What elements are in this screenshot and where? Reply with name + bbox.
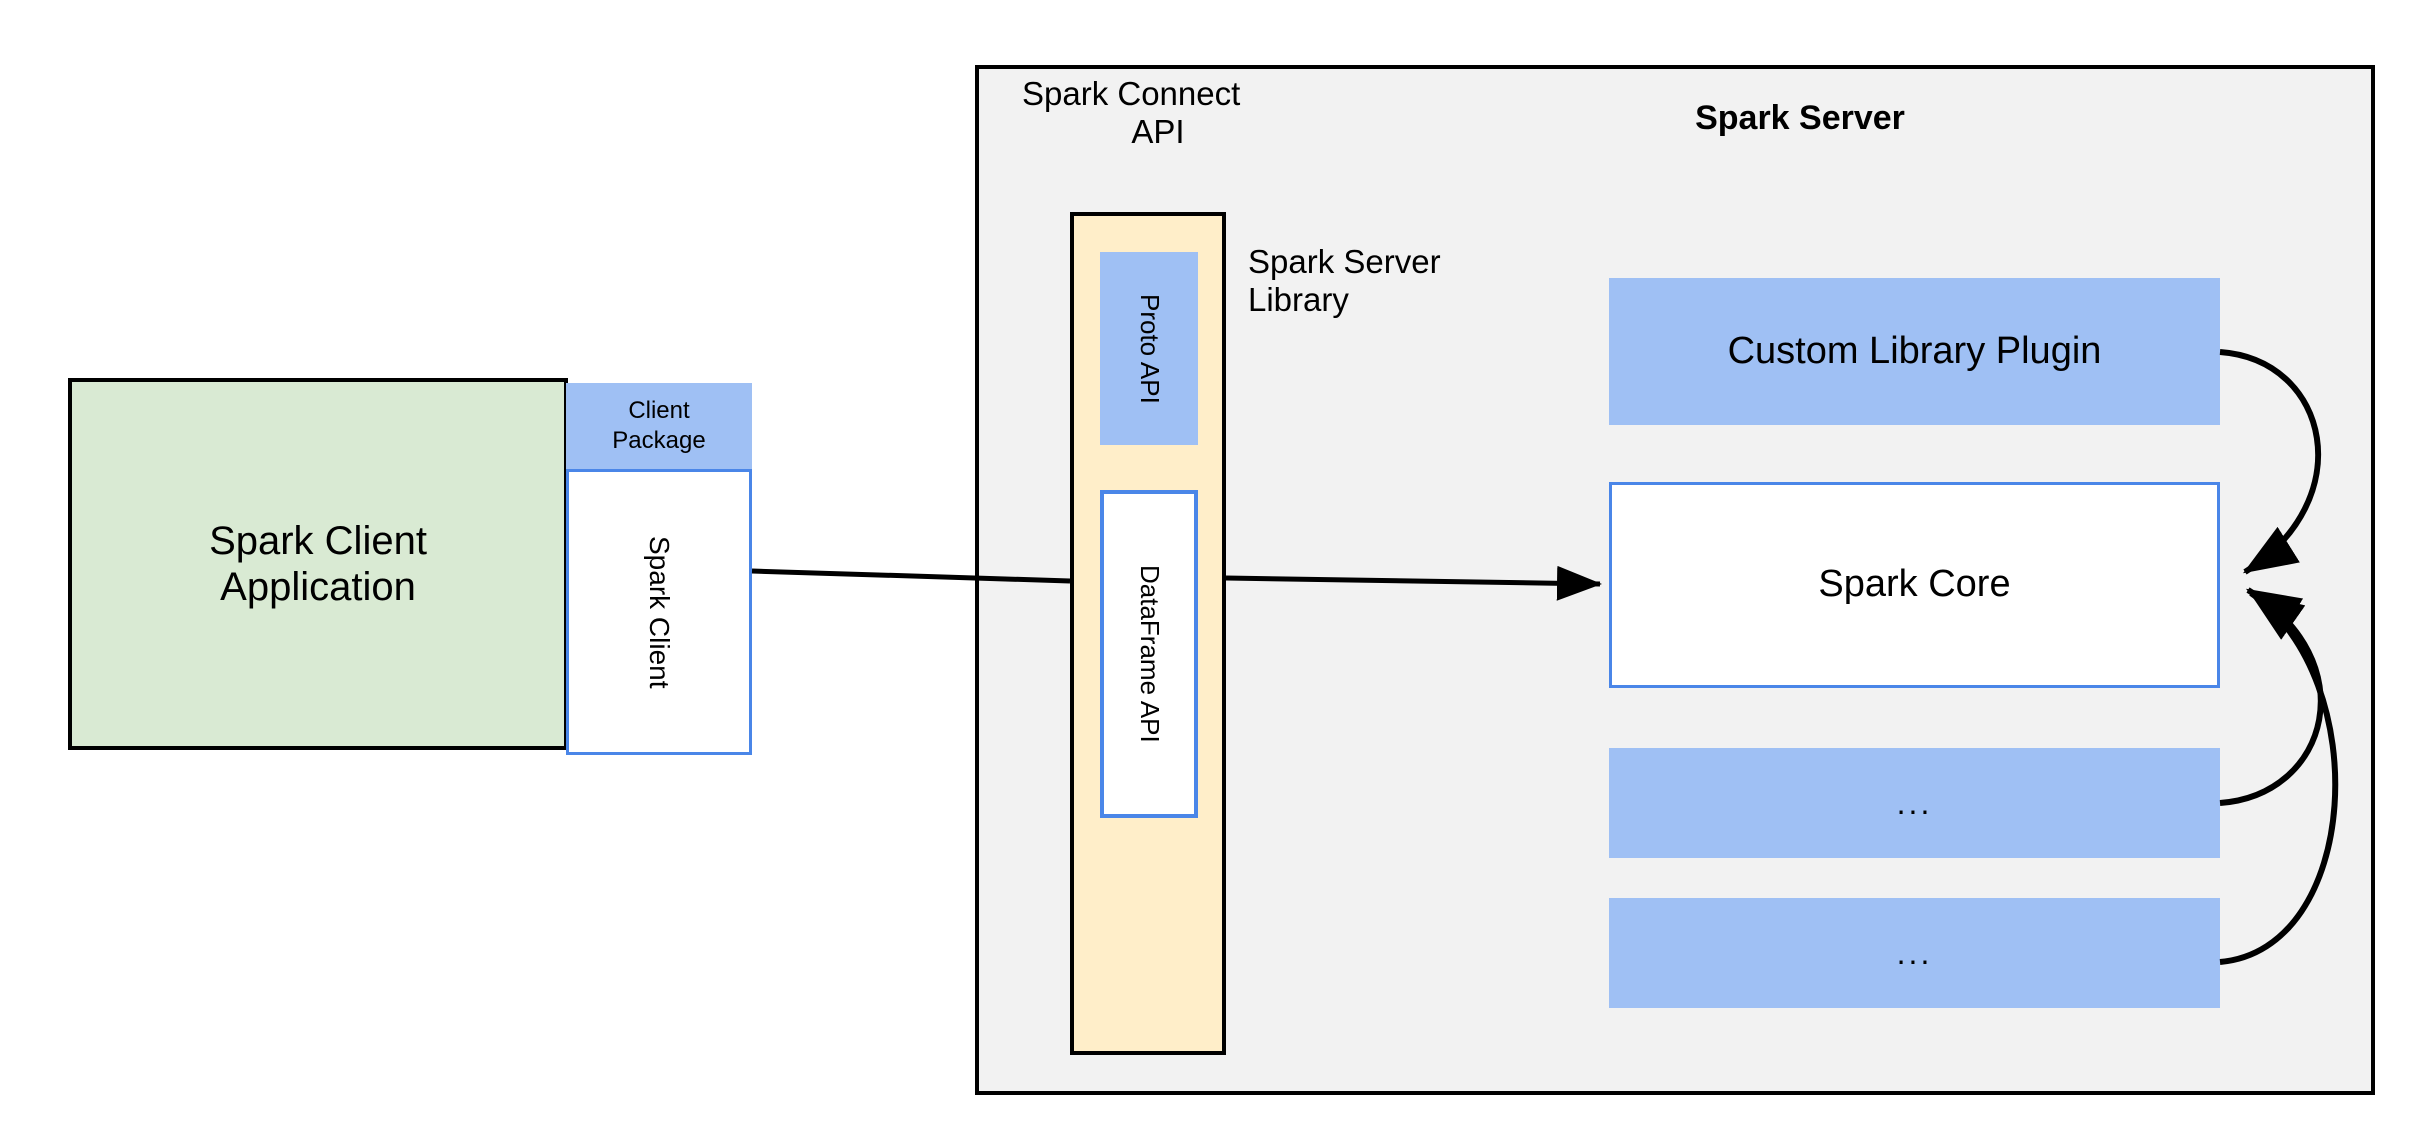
- spark-client-application-box[interactable]: Spark Client Application: [68, 378, 568, 750]
- spark-client-label: Spark Client: [644, 535, 676, 689]
- client-package-label-line2: Package: [612, 427, 706, 454]
- spark-server-library-label: Spark Server Library: [1248, 236, 1548, 326]
- spark-client-box[interactable]: Spark Client: [566, 469, 752, 755]
- custom-library-plugin-box[interactable]: Custom Library Plugin: [1609, 278, 2220, 425]
- spark-connect-api-label-line2: API: [1131, 113, 1185, 150]
- spark-client-application-label-line1: Spark Client: [209, 519, 427, 563]
- spark-connect-api-label-line1: Spark Connect: [1022, 75, 1241, 112]
- client-package-label-line1: Client: [628, 397, 690, 424]
- dataframe-api-label: DataFrame API: [1134, 565, 1165, 743]
- proto-api-box[interactable]: Proto API: [1100, 252, 1198, 445]
- spark-server-library-label-line1: Spark Server: [1248, 243, 1441, 280]
- spark-server-title: Spark Server: [1695, 98, 1905, 137]
- spark-client-application-label-line2: Application: [220, 565, 416, 609]
- spark-connect-api-label: Spark Connect API: [1000, 68, 1290, 158]
- client-package-box[interactable]: Client Package: [566, 383, 752, 469]
- dataframe-api-box[interactable]: DataFrame API: [1100, 490, 1198, 818]
- spark-server-library-label-line2: Library: [1248, 281, 1349, 318]
- proto-api-label: Proto API: [1134, 293, 1165, 404]
- ellipsis-box-1[interactable]: ...: [1609, 748, 2220, 858]
- ellipsis-box-2[interactable]: ...: [1609, 898, 2220, 1008]
- spark-core-box[interactable]: Spark Core: [1609, 482, 2220, 688]
